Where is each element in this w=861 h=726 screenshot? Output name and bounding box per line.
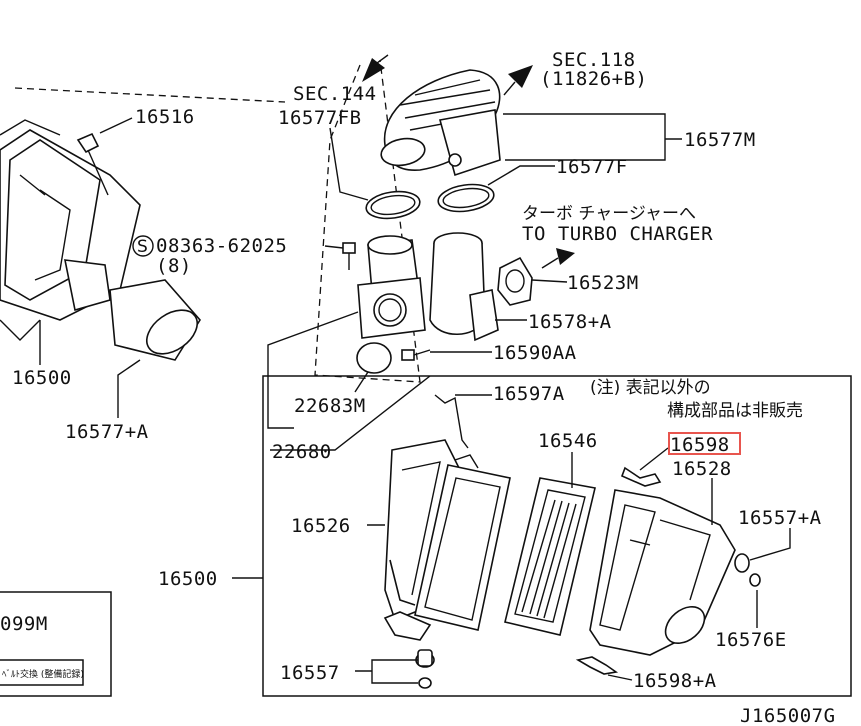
- bolt-16590AA: [401, 349, 431, 361]
- label-16557A: 16557+A: [738, 507, 822, 529]
- arrow-turbo-shaft: [541, 257, 559, 269]
- assembly-box: [262, 375, 852, 697]
- label-bolt-code: 08363-62025: [156, 235, 287, 257]
- label-16526: 16526: [291, 515, 351, 537]
- label-16576E: 16576E: [715, 629, 787, 651]
- filter-frame-drawing: [414, 454, 511, 631]
- left-air-cleaner-drawing: [0, 119, 201, 361]
- label-16577A: 16577+A: [65, 421, 149, 443]
- leader-16516: [99, 117, 133, 134]
- arrow-turbo-icon: [556, 248, 575, 265]
- screw-symbol-s: S: [137, 237, 148, 257]
- leader-16577M: [503, 113, 682, 161]
- label-box-099M: [0, 591, 112, 697]
- arrow-sec118-icon: [508, 65, 533, 88]
- label-22680: 22680: [272, 441, 332, 463]
- label-note-line1: (注) 表記以外の: [590, 378, 711, 398]
- label-16516: 16516: [135, 106, 195, 128]
- label-sec144: SEC.144: [293, 83, 377, 105]
- label-bolt-qty: (8): [156, 255, 192, 277]
- hose-clamp-16577FB: [365, 190, 421, 220]
- leader-16598: [639, 447, 669, 471]
- gasket-16523M: [497, 256, 533, 306]
- label-22683M: 22683M: [294, 395, 366, 417]
- label-16500-box: 16500: [158, 568, 218, 590]
- highlight-16598: [668, 432, 741, 455]
- diagram-id: J165007G: [740, 705, 836, 726]
- leader-16523M: [531, 279, 568, 283]
- leader-16598A: [607, 674, 633, 681]
- label-16557: 16557: [280, 662, 340, 684]
- leader-22680-b: [270, 375, 431, 451]
- bracket-16598A: [575, 656, 619, 675]
- screw-08363-62025: [342, 242, 356, 270]
- air-filter-16546: [504, 477, 596, 636]
- label-16500-left: 16500: [12, 367, 72, 389]
- label-099M: 099M: [0, 613, 48, 635]
- arrow-sec144-shaft: [372, 54, 389, 67]
- air-cleaner-lower-16526: [383, 439, 461, 641]
- leader-08363: [324, 245, 344, 249]
- arrow-sec144-icon: [362, 58, 385, 82]
- leader-22683M: [354, 371, 369, 393]
- leader-16577A: [117, 359, 141, 418]
- arrow-sec118-shaft: [503, 81, 516, 96]
- label-16598A: 16598+A: [633, 670, 717, 692]
- screw-symbol-icon: [132, 235, 154, 257]
- leader-16557: [355, 659, 418, 684]
- label-16577M: 16577M: [684, 129, 756, 151]
- label-sticker-text: ﾍﾞﾙﾄ交換 (整備記録): [2, 668, 84, 680]
- leader-16577FB: [329, 127, 369, 201]
- leader-22680: [267, 311, 359, 429]
- intake-hose-drawing: [380, 69, 501, 177]
- grommet-16557: [415, 649, 435, 689]
- label-16523M: 16523M: [567, 272, 639, 294]
- label-turbo-jp: ターボ チャージャーへ: [522, 204, 696, 224]
- clip-16597A: [434, 394, 469, 449]
- label-sec118-sub: (11826+B): [540, 68, 647, 90]
- hose-clamp-16577F: [437, 183, 495, 213]
- leader-16577F: [487, 165, 555, 186]
- label-sec118: SEC.118: [552, 49, 636, 71]
- bracket-16598: [620, 466, 662, 487]
- label-sticker: [0, 659, 84, 686]
- label-turbo-en: TO TURBO CHARGER: [522, 223, 713, 245]
- grommet-16557A: [734, 553, 761, 587]
- label-16597A: 16597A: [493, 383, 565, 405]
- label-16528: 16528: [672, 458, 732, 480]
- label-16577F: 16577F: [556, 156, 628, 178]
- label-16598: 16598: [670, 434, 730, 456]
- label-note-line2: 構成部品は非販売: [667, 401, 803, 421]
- intake-tube-drawing: [429, 232, 499, 342]
- label-16577FB: 16577FB: [278, 107, 362, 129]
- label-16578A: 16578+A: [528, 311, 612, 333]
- air-cleaner-upper-16528: [589, 489, 736, 656]
- label-16546: 16546: [538, 430, 598, 452]
- label-16590AA: 16590AA: [493, 342, 577, 364]
- group-dashed-line-left: [14, 87, 286, 103]
- airflow-meter-drawing: [356, 235, 426, 374]
- leader-16557A: [749, 528, 791, 561]
